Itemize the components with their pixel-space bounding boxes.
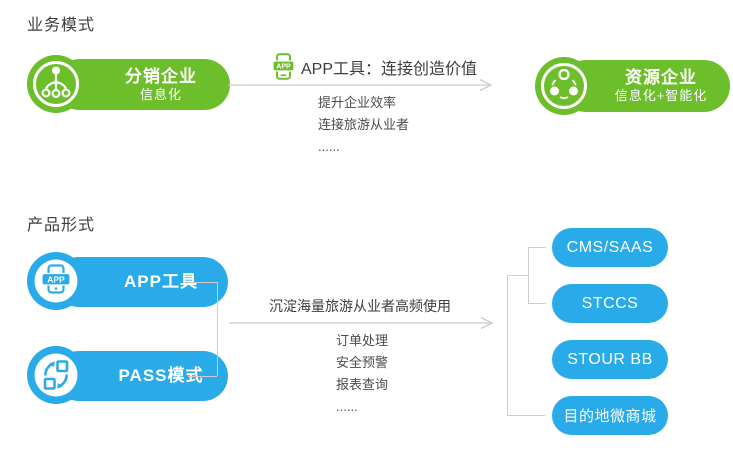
business-flow-point: 连接旅游从业者 [318, 117, 410, 132]
bracket-left-bottom-line [188, 376, 217, 377]
product-flow-points: 订单处理 安全预警 报表查询 ...... [336, 330, 388, 418]
app-phone-badge-icon: APP [272, 53, 295, 85]
output-pill-cms-saas: CMS/SAAS [552, 228, 668, 267]
tree-inner-vertical-line [528, 247, 529, 304]
pass-mode-label: PASS模式 [118, 366, 204, 385]
product-flow-point: 安全预警 [336, 355, 389, 370]
product-form-heading: 产品形式 [27, 217, 96, 234]
business-flow-arrow [228, 78, 493, 92]
business-flow-point: ...... [318, 139, 340, 154]
distribution-enterprise-title: 分销企业 [125, 66, 197, 86]
product-flow-arrow [229, 316, 494, 330]
product-flow-point: 报表查询 [336, 377, 389, 392]
resource-enterprise-subtitle: 信息化+智能化 [614, 88, 708, 103]
app-tool-label: APP工具 [124, 272, 198, 291]
distribution-enterprise-subtitle: 信息化 [139, 86, 182, 102]
business-flow-points: 提升企业效率 连接旅游从业者 ...... [318, 92, 409, 158]
tree-inner-top-line [528, 247, 546, 248]
tree-inner-bottom-line [528, 303, 546, 304]
business-flow-title: APP工具：连接创造价值 [301, 61, 478, 78]
svg-text:APP: APP [276, 64, 291, 71]
resource-enterprise-title: 资源企业 [625, 68, 697, 87]
product-flow-title: 沉淀海量旅游从业者高频使用 [269, 298, 451, 314]
bracket-left-top-line [188, 282, 217, 283]
output-pill-destination-mall: 目的地微商城 [552, 396, 668, 435]
business-flow-point: 提升企业效率 [318, 95, 397, 110]
business-model-heading: 业务模式 [27, 17, 96, 34]
tree-outer-vertical-line [507, 275, 508, 416]
app-phone-icon: APP [27, 252, 85, 310]
svg-text:APP: APP [47, 274, 65, 284]
org-tree-icon [27, 55, 85, 113]
bracket-left-vertical-line [217, 282, 218, 376]
network-nodes-icon [535, 57, 593, 115]
output-pill-stccs: STCCS [552, 284, 668, 323]
tree-outer-top-line [507, 275, 528, 276]
swap-squares-icon [27, 346, 85, 404]
product-flow-point: ...... [336, 399, 358, 414]
product-flow-point: 订单处理 [336, 333, 389, 348]
output-pill-stour-bb: STOUR BB [552, 340, 668, 379]
tree-outer-bottom-line [507, 415, 545, 416]
